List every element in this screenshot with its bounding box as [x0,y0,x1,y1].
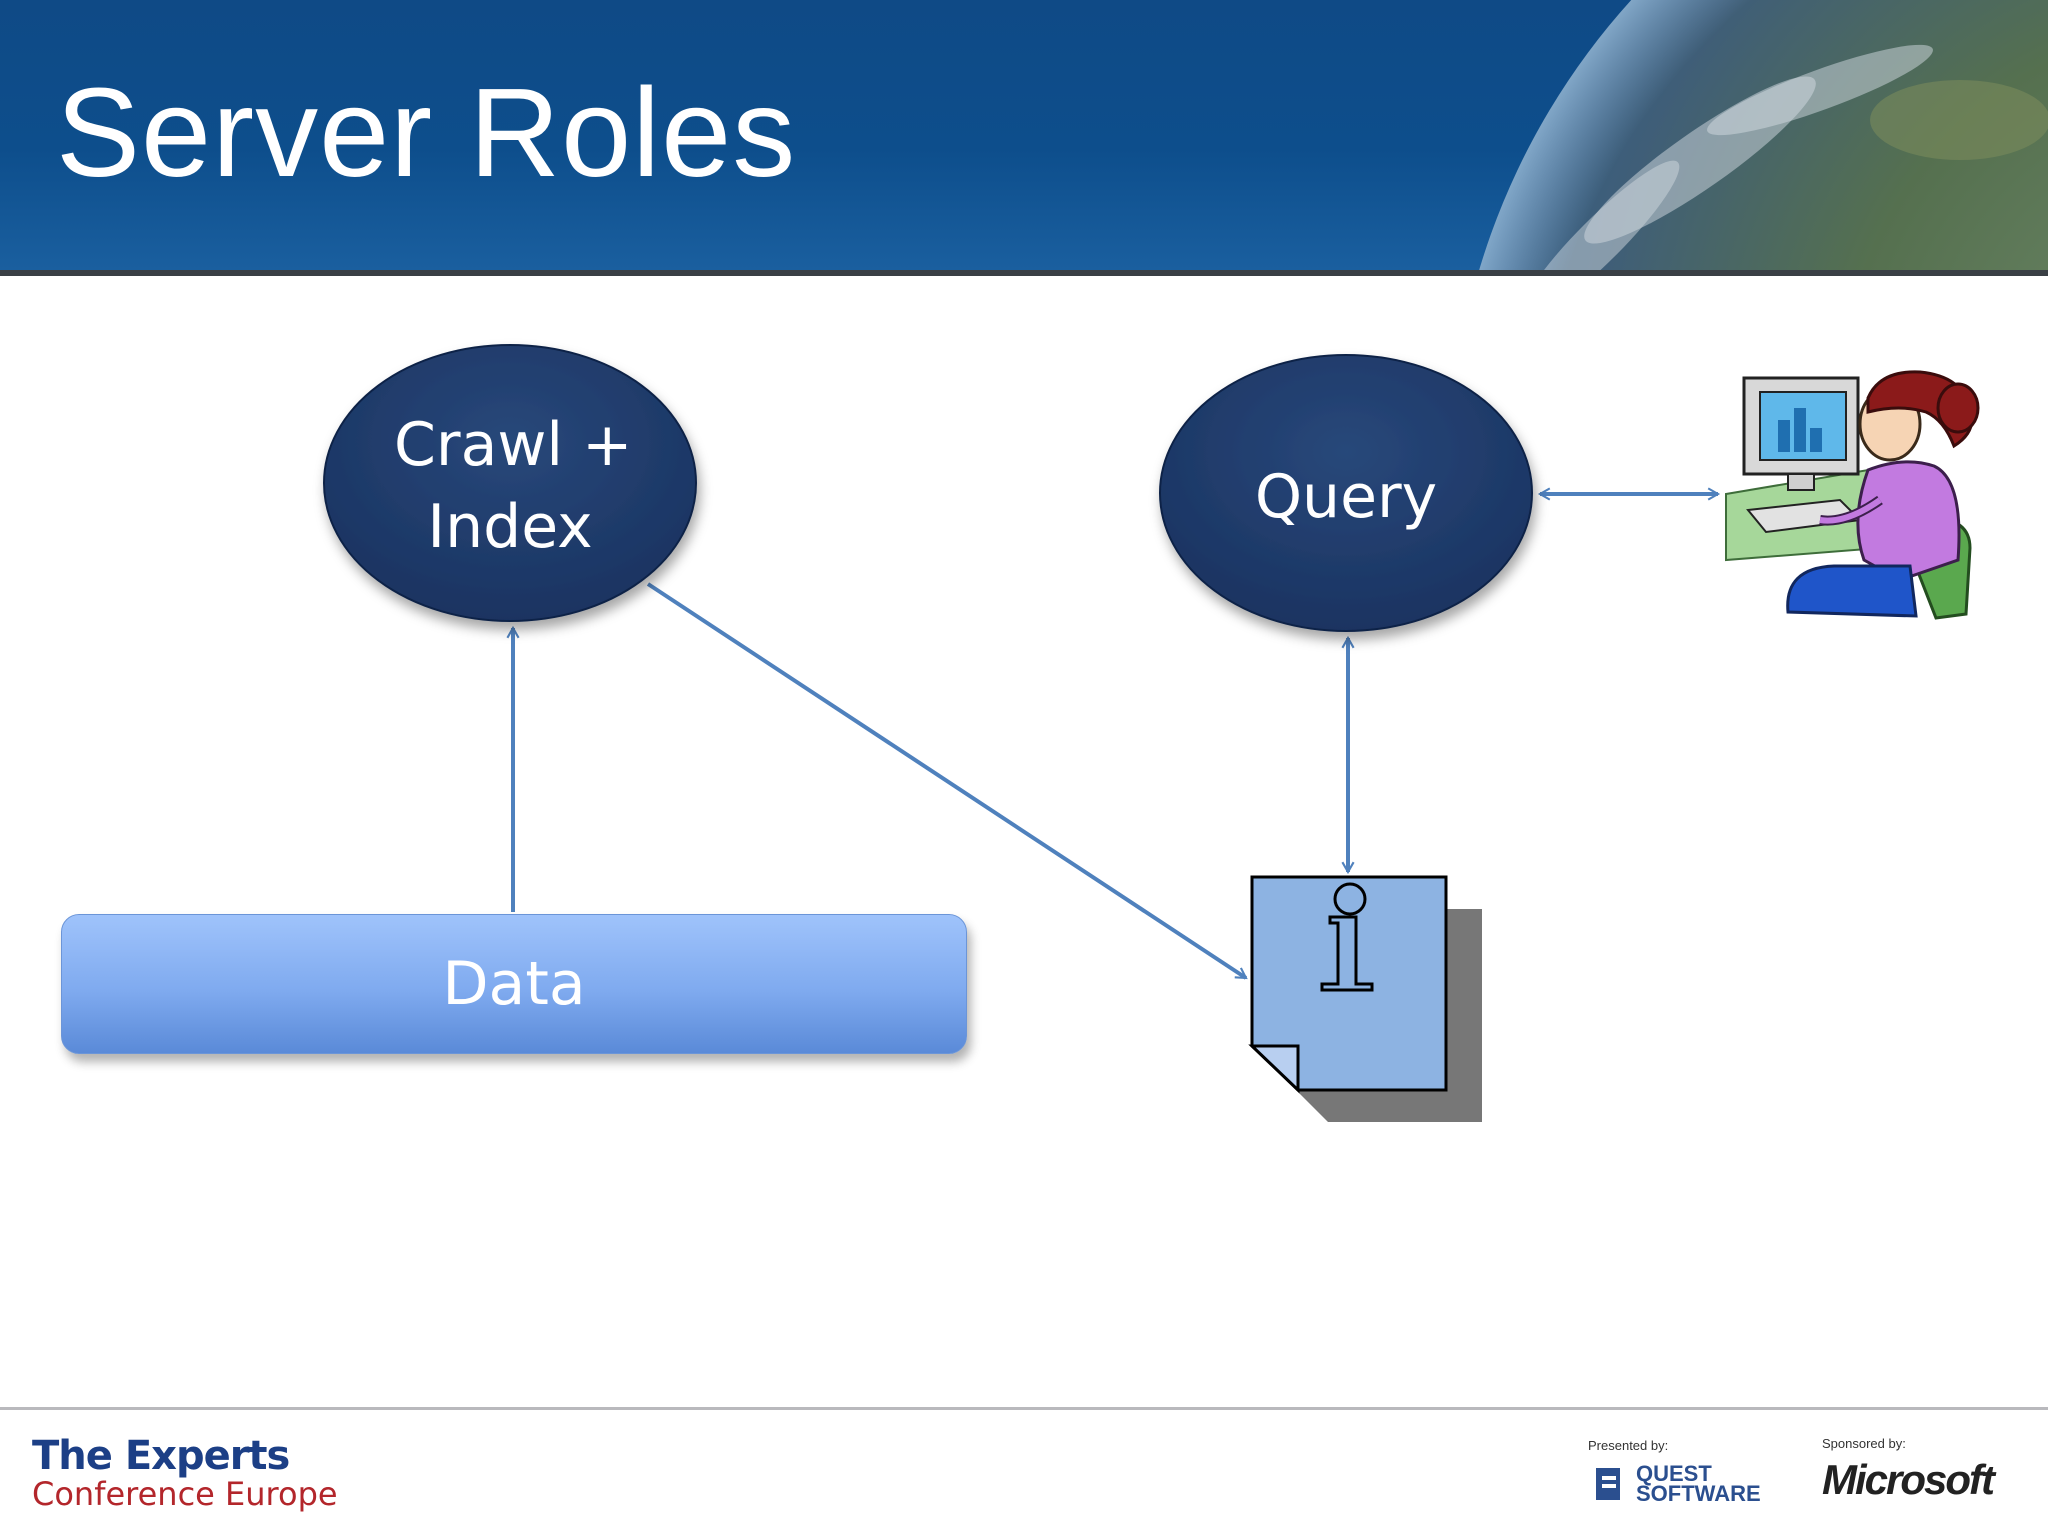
slide-header: Server Roles [0,0,2048,270]
query-label: Query [1254,462,1438,532]
sponsored-by-caption: Sponsored by: [1822,1436,1906,1451]
quest-logo-line1: QUEST [1636,1461,1712,1486]
crawl-index-node [323,344,697,622]
footer-divider [0,1407,2048,1410]
user-at-computer-icon [1725,370,1980,620]
microsoft-logo: Microsoft [1822,1456,1995,1503]
data-label: Data [442,949,586,1019]
quest-logo-icon [1596,1468,1620,1500]
header-divider [0,270,2048,276]
arrow-crawl-index-to-index-doc [646,582,1248,980]
slide-title: Server Roles [56,62,797,203]
presented-by-caption: Presented by: [1588,1438,1669,1453]
quest-logo-line2: SOFTWARE [1636,1481,1761,1506]
query-node [1159,354,1533,632]
earth-image [1479,0,2048,270]
conference-logo-line2: Conference Europe [32,1475,338,1513]
crawl-index-label: Crawl + Index [394,404,633,568]
quest-logo-text: QUEST SOFTWARE [1636,1461,1761,1506]
index-document-icon [1248,875,1482,1122]
conference-logo-line1: The Experts [32,1433,290,1479]
crawl-index-label-line2: Index [427,492,593,562]
crawl-index-label-line1: Crawl + [394,410,633,480]
data-source-box: Data [61,914,967,1054]
